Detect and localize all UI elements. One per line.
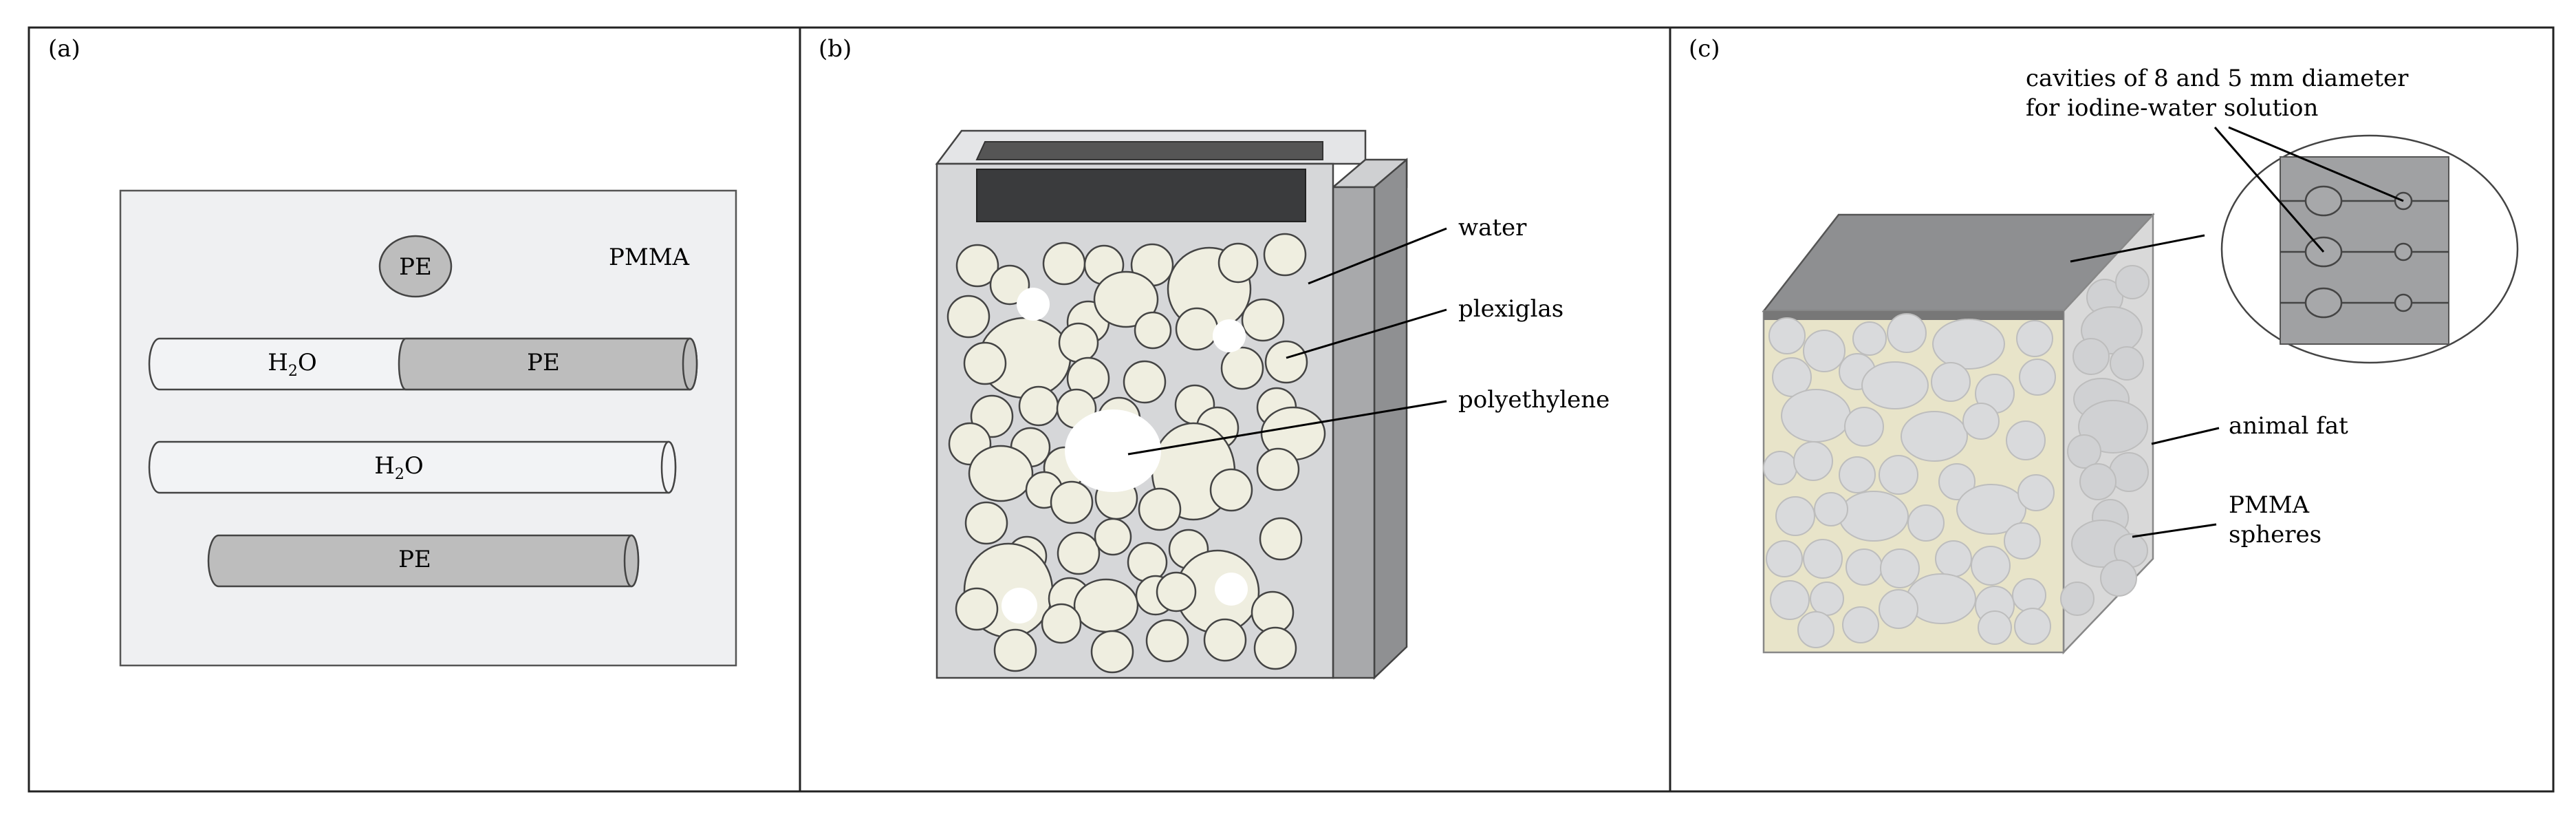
polyethylene-label: polyethylene: [1458, 386, 1610, 414]
panel-c: (c): [1689, 35, 2519, 655]
pmma-label: PMMA: [609, 244, 690, 271]
water-label: water: [1458, 214, 1527, 242]
pmma-spheres-front: [1763, 313, 2056, 648]
pmma-spheres-label-line1: PMMA: [2229, 491, 2310, 519]
cavities-leader-large: [2214, 127, 2325, 253]
rod-h2o-pe: H2O PE: [148, 337, 698, 391]
animal-fat-label: animal fat: [2229, 412, 2348, 440]
pe-disc-label: PE: [399, 253, 432, 281]
top-plate-edge: [975, 141, 1323, 160]
cavities-label-line1: cavities of 8 and 5 mm diameter: [2026, 65, 2409, 92]
inset-leader: [2070, 234, 2205, 263]
rod1-pe-label: PE: [527, 349, 560, 376]
side-plate-front: [1332, 186, 1376, 679]
pe-disc: [378, 235, 453, 298]
phantom-spheres: [946, 233, 1326, 674]
top-plate: [976, 169, 1306, 222]
panel-a-label: (a): [48, 35, 80, 63]
panel-b-label: (b): [819, 35, 852, 63]
polyethylene-leader: [1127, 400, 1447, 456]
rod-h2o: H2O: [148, 440, 677, 494]
animal-fat-leader: [2151, 427, 2220, 445]
polyethylene-inserts: [1002, 288, 1248, 623]
rod3-pe-label: PE: [398, 546, 431, 573]
side-plate-side: [1373, 158, 1408, 680]
cavities-label-line2: for iodine-water solution: [2026, 94, 2318, 122]
plexiglas-label: plexiglas: [1458, 295, 1563, 323]
cavities-leader-small: [2228, 126, 2404, 202]
pmma-spheres-side: [2060, 265, 2150, 616]
pmma-spheres-leader: [2132, 523, 2217, 538]
rod2-h2o-label: H2O: [374, 452, 424, 483]
plexiglas-leader: [1286, 308, 1447, 359]
pmma-spheres-label-line2: spheres: [2229, 521, 2321, 548]
rod-pe: PE: [207, 534, 640, 588]
panel-b: (b): [819, 35, 1610, 680]
panel-a: (a) PMMA PE H2O PE H2O PE: [48, 35, 737, 667]
inset-channels: [2280, 185, 2449, 319]
rod1-h2o-label: H2O: [268, 349, 317, 380]
water-leader: [1308, 227, 1447, 285]
panel-c-label: (c): [1689, 35, 1720, 63]
